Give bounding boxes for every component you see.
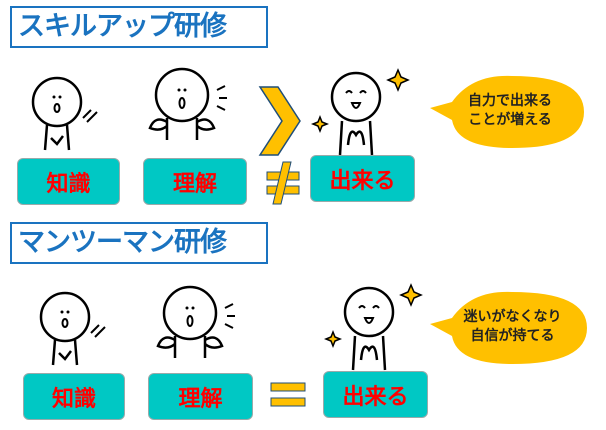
person-thinking-icon [31,76,98,151]
equal-icon [270,382,306,407]
person-thinking-icon [39,291,106,366]
bubble-line-1: 迷いがなくなり [463,309,562,325]
speech-bubble-shape [430,291,587,364]
not-equal-icon [266,161,300,205]
label-knowledge: 知識 [17,158,120,205]
person-happy-icon [323,283,423,371]
arrow-chevron-icon [258,86,301,156]
bubble-line-1: 自力で出来る [468,93,552,109]
label-can-do: 出来る [310,155,415,202]
speech-bubble-text: 自力で出来ることが増える [445,78,575,144]
bubble-line-2: ことが増える [468,112,552,128]
label-can-do: 出来る [323,371,428,418]
bubble-line-2: 自信が持てる [470,328,555,344]
speech-bubble-text: 迷いがなくなり自信が持てる [445,294,580,360]
section-title-mantoman: マンツーマン研修 [10,222,268,264]
label-knowledge: 知識 [23,373,125,420]
person-happy-icon [310,68,410,156]
section-title-skillup: スキルアップ研修 [10,6,268,48]
person-understanding-icon [156,285,235,358]
person-understanding-icon [148,67,227,140]
label-understanding: 理解 [143,158,247,205]
label-understanding: 理解 [148,373,253,420]
speech-bubble-shape [430,75,584,148]
